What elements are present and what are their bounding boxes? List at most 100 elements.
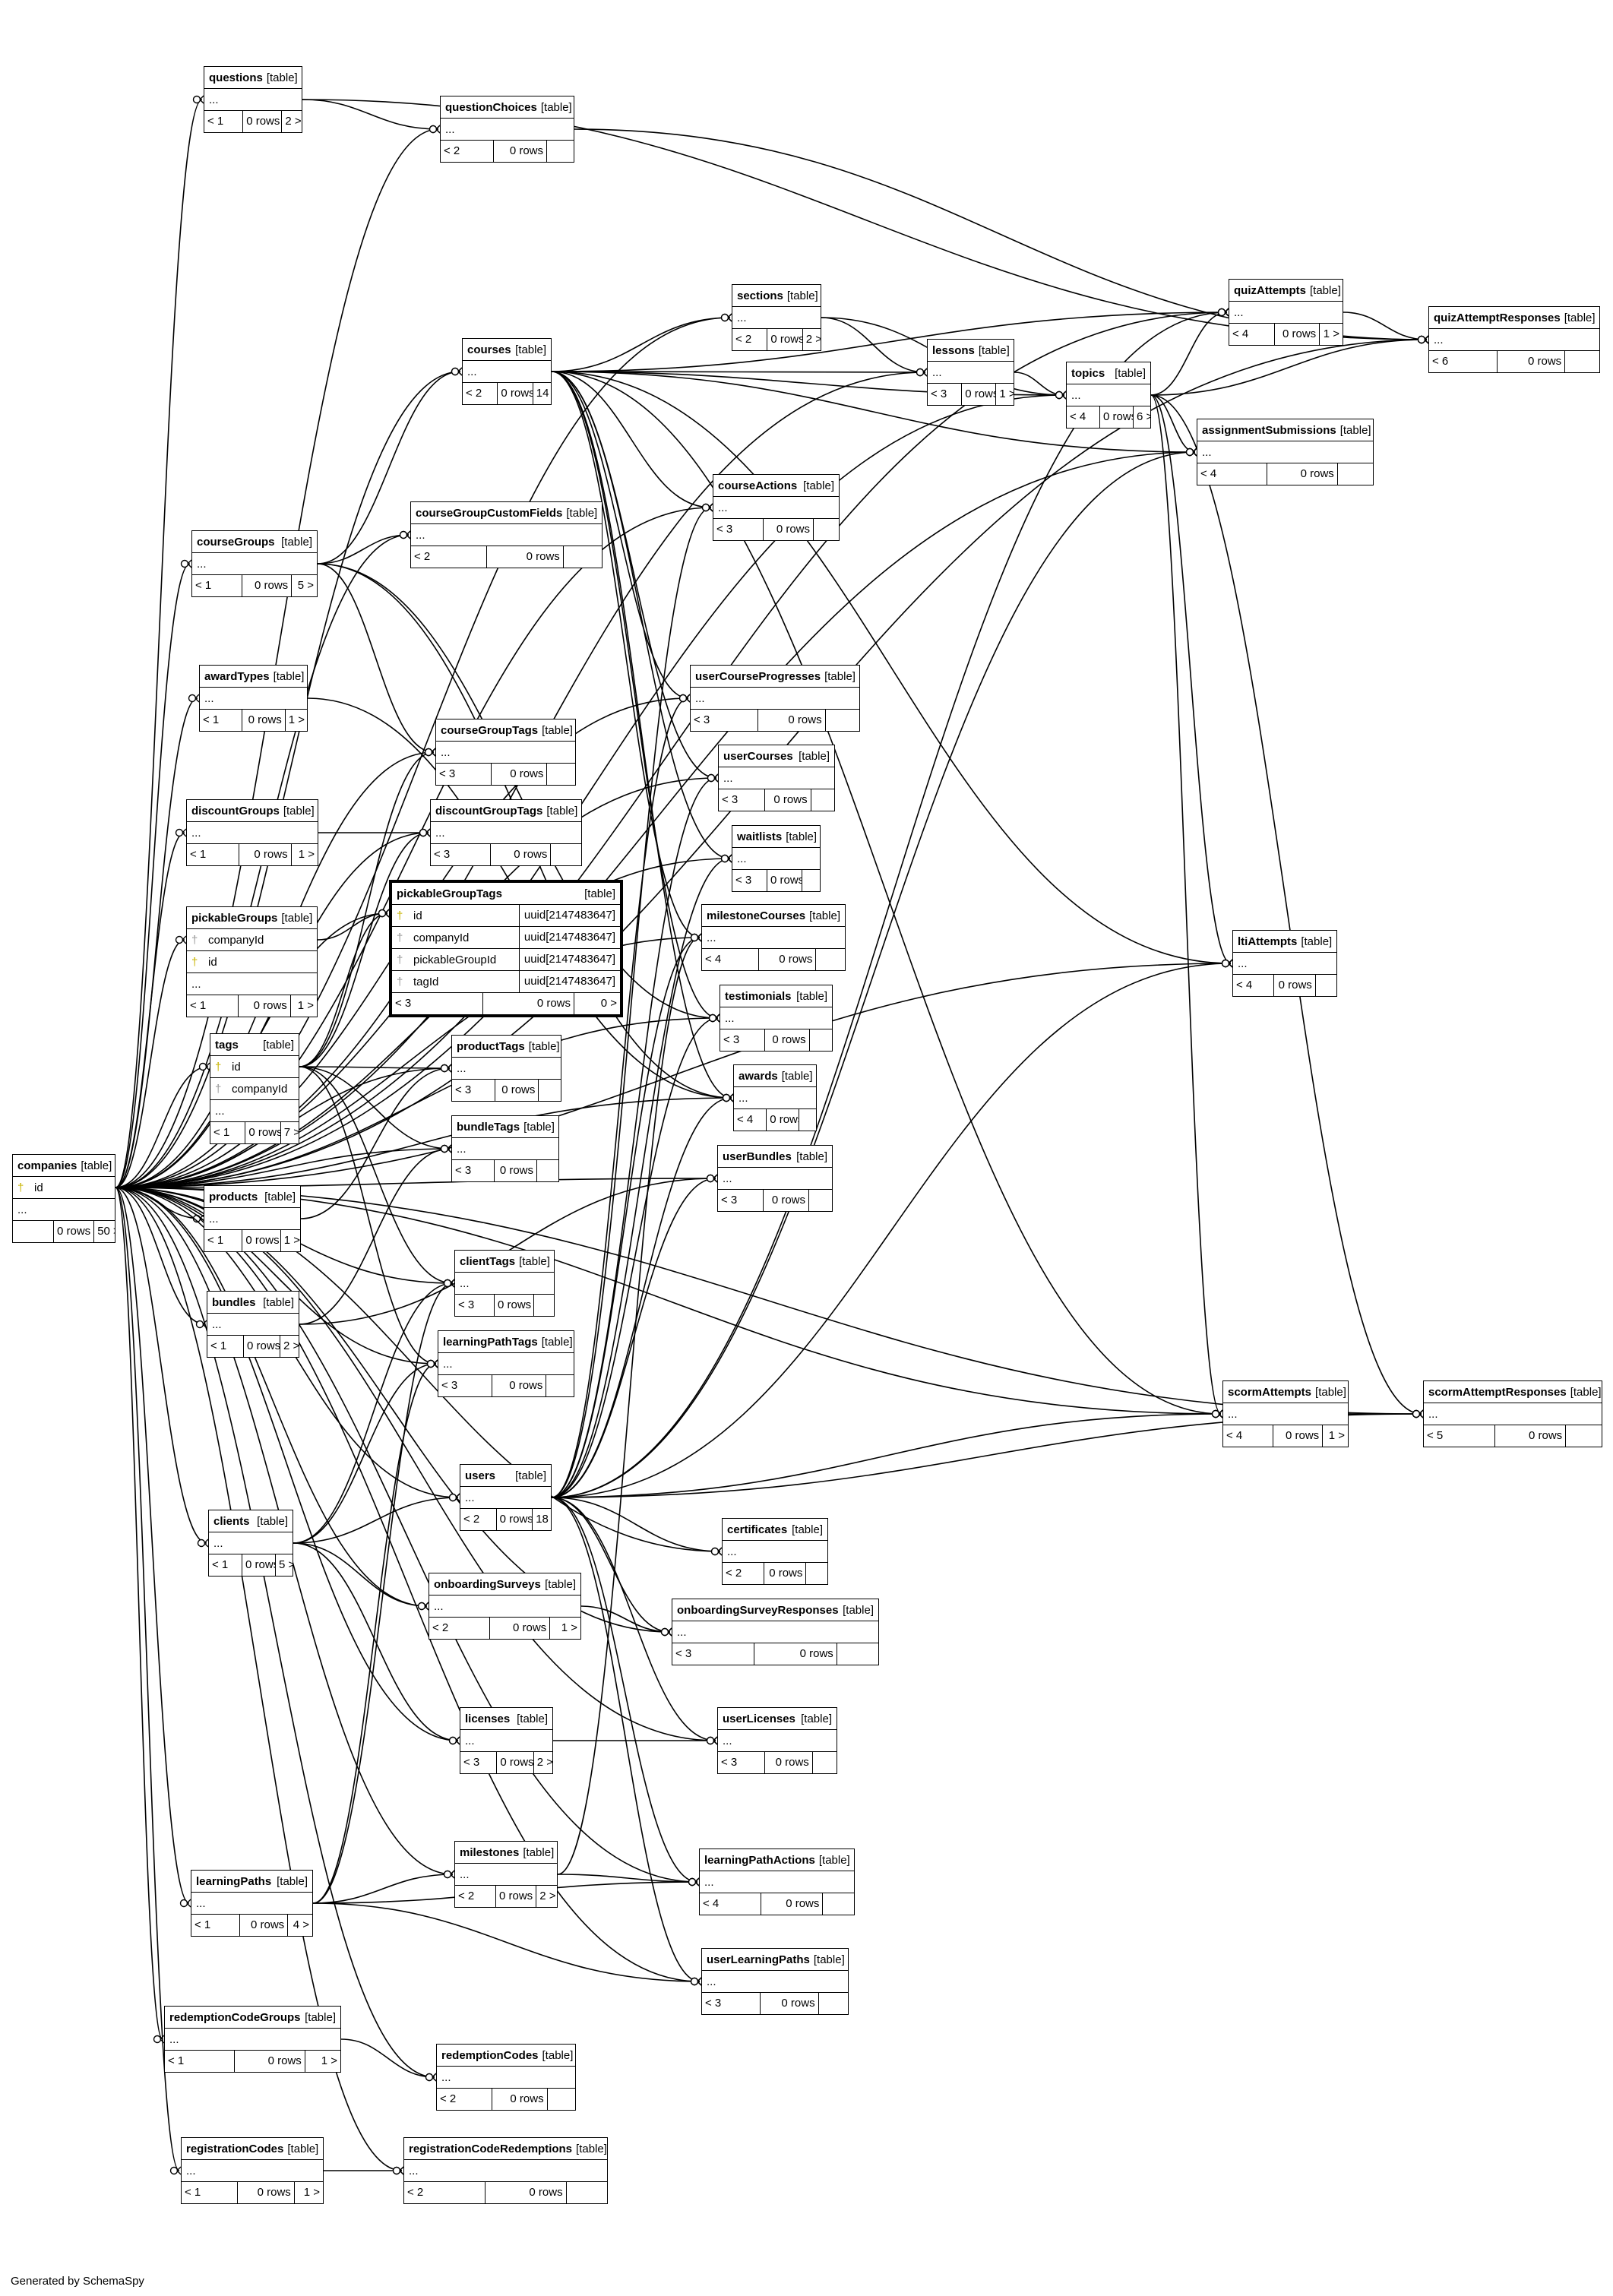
parent-count[interactable]: < 4	[1223, 1425, 1273, 1447]
child-count[interactable]: 4 >	[293, 1918, 309, 1931]
row-count[interactable]: 0 rows	[1275, 324, 1320, 345]
row-count[interactable]: 0 rows	[754, 1643, 837, 1665]
row-count[interactable]: 0 rows	[495, 1080, 539, 1101]
parent-count[interactable]: < 2	[437, 2089, 492, 2110]
parent-count[interactable]: < 2	[723, 1563, 765, 1584]
parent-count[interactable]: < 1	[165, 2051, 236, 2072]
parent-count[interactable]: < 3	[392, 993, 483, 1014]
child-count[interactable]	[811, 789, 834, 811]
child-count[interactable]: 2 >	[805, 333, 821, 346]
row-count[interactable]: 0 rows	[244, 1336, 280, 1357]
parent-count[interactable]: < 1	[209, 1554, 242, 1576]
child-count[interactable]	[551, 844, 581, 865]
child-count[interactable]: 1 >	[321, 2054, 337, 2067]
row-count[interactable]: 0 rows	[767, 1109, 800, 1131]
row-count[interactable]: 0 rows	[239, 844, 292, 865]
parent-count[interactable]: < 5	[1424, 1425, 1495, 1447]
parent-count[interactable]: < 1	[210, 1122, 246, 1143]
row-count[interactable]: 0 rows	[496, 1886, 537, 1907]
parent-count[interactable]: < 4	[1197, 463, 1268, 485]
child-count[interactable]: 18 >	[536, 1513, 551, 1526]
child-count[interactable]	[802, 870, 820, 891]
parent-count[interactable]: < 2	[460, 1509, 497, 1530]
parent-count[interactable]: < 2	[463, 383, 498, 404]
child-count[interactable]: 2 >	[536, 1756, 552, 1769]
row-count[interactable]: 0 rows	[1100, 406, 1134, 428]
row-count[interactable]: 0 rows	[759, 949, 817, 970]
row-count[interactable]: 0 rows	[497, 1509, 533, 1530]
child-count[interactable]	[1566, 1425, 1602, 1447]
parent-count[interactable]: < 2	[455, 1886, 496, 1907]
parent-count[interactable]: < 1	[187, 844, 239, 865]
parent-count[interactable]: < 3	[718, 1752, 766, 1773]
parent-count[interactable]: < 3	[460, 1752, 498, 1773]
child-count[interactable]	[1338, 463, 1373, 485]
parent-count[interactable]: < 3	[452, 1080, 496, 1101]
parent-count[interactable]: < 2	[404, 2182, 485, 2203]
parent-count[interactable]: < 2	[441, 141, 494, 162]
table-registrationCodeRedemptions[interactable]: registrationCodeRedemptions[table]...< 2…	[403, 2137, 608, 2204]
child-count[interactable]	[547, 764, 575, 785]
parent-count[interactable]: < 4	[734, 1109, 767, 1131]
parent-count[interactable]: < 1	[187, 995, 239, 1017]
child-count[interactable]	[809, 1190, 832, 1211]
parent-count[interactable]: < 3	[718, 1190, 764, 1211]
parent-count[interactable]: < 3	[672, 1643, 755, 1665]
parent-count[interactable]: < 4	[1229, 324, 1275, 345]
parent-count[interactable]: < 4	[1067, 406, 1100, 428]
row-count[interactable]: 0 rows	[239, 995, 291, 1017]
child-count[interactable]: 1 >	[1323, 327, 1339, 340]
row-count[interactable]: 0 rows	[497, 1752, 534, 1773]
child-count[interactable]: 1 >	[1328, 1429, 1345, 1442]
child-count[interactable]	[819, 1993, 848, 2014]
child-count[interactable]	[823, 1893, 854, 1915]
row-count[interactable]: 0 rows	[758, 710, 826, 731]
table-awards[interactable]: awards[table]...< 40 rows	[733, 1064, 817, 1131]
row-count[interactable]: 0 rows	[483, 993, 574, 1014]
parent-count[interactable]: < 3	[702, 1993, 761, 2014]
parent-count[interactable]: < 6	[1429, 351, 1498, 372]
parent-count[interactable]: < 4	[700, 1893, 762, 1915]
child-count[interactable]: 1 >	[561, 1621, 577, 1634]
child-count[interactable]	[539, 1080, 561, 1101]
child-count[interactable]: 1 >	[999, 387, 1014, 400]
row-count[interactable]: 0 rows	[238, 2182, 295, 2203]
row-count[interactable]: 0 rows	[764, 1563, 807, 1584]
row-count[interactable]: 0 rows	[1495, 1425, 1567, 1447]
child-count[interactable]: 1 >	[303, 2186, 320, 2199]
parent-count[interactable]: < 3	[431, 844, 492, 865]
parent-count[interactable]: < 4	[702, 949, 760, 970]
child-count[interactable]	[534, 1295, 554, 1316]
row-count[interactable]: 0 rows	[242, 710, 286, 731]
child-count[interactable]	[567, 2182, 607, 2203]
parent-count[interactable]	[13, 1221, 54, 1242]
table-pickableGroups[interactable]: pickableGroups[table]†companyId†id...< 1…	[186, 906, 318, 1017]
child-count[interactable]	[810, 1029, 832, 1051]
parent-count[interactable]: < 2	[732, 329, 768, 350]
row-count[interactable]: 0 rows	[1273, 1425, 1324, 1447]
parent-count[interactable]: < 2	[411, 546, 488, 568]
